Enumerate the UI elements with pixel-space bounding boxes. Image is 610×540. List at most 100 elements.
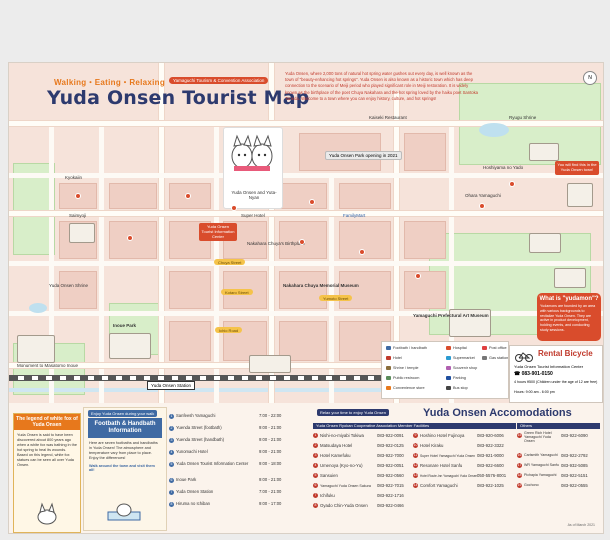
accommodation-tel[interactable]: 083-922-0560 [377,473,404,478]
location-pin-icon[interactable] [75,193,81,199]
nakahara-museum-label[interactable]: Nakahara Chuya Memorial Museum [283,283,359,288]
yuda-onsen-park-label[interactable]: Yuda Onsen Park opening in 2021 [325,151,402,160]
accommodation-tel[interactable]: 083-922-3322 [477,443,504,448]
accommodation-tel[interactable]: 083-922-1716 [377,493,404,498]
saimyoji-label[interactable]: Saimyoji [69,213,87,218]
road [9,121,603,126]
location-pin-icon[interactable] [479,203,485,209]
super-hotel-label[interactable]: Super Hotel [241,213,265,218]
location-pin-icon[interactable] [127,235,133,241]
legend-item: Public restroom [386,376,419,380]
accommodation-tel[interactable]: 083-922-7015 [377,483,404,488]
footbath-icon [107,503,141,521]
hoshiyama-label[interactable]: Hoshiyama no Yado [483,165,524,170]
fox-mascot-icon [231,134,273,171]
location-pin-icon[interactable] [415,273,421,279]
yuda-onsen-shrine-label[interactable]: Yuda Onsen Shrine [49,283,89,288]
location-pin-icon[interactable] [185,193,191,199]
inoue-monument-label[interactable]: Monument to Masatomo Inoue [17,363,79,368]
building-illustration [567,183,593,207]
accommodation-tel[interactable]: 083-922-7000 [377,453,404,458]
town-block [279,221,327,259]
info-center-label[interactable]: Yuda Onsen Tourist Information Center [199,223,237,242]
map-area[interactable]: Walking・Eating・Relaxing Yamaguchi Touris… [9,63,603,403]
kyokaiin-label[interactable]: Kyokaiin [65,175,83,180]
map-legend: Footbath / handbath Hotel Shrine / templ… [381,341,509,399]
town-block [59,271,97,309]
town-block [404,271,446,309]
yudamon-body: Yudamons are founded by an area with var… [540,304,596,332]
rental-place: Yuda Onsen Tourist Information Center [514,364,584,369]
location-pin-icon[interactable] [309,199,315,205]
legend-item: Parking [446,376,466,380]
building-illustration [529,233,561,253]
accommodation-tel[interactable]: 083-922-2792 [561,453,588,458]
accommodation-tel[interactable]: 083-920-6006 [477,433,504,438]
accommodation-tel[interactable]: 083-922-1025 [477,483,504,488]
rental-bicycle-box: Rental Bicycle Yuda Onsen Tourist Inform… [509,345,603,403]
legend-item: Footbath / handbath [386,346,427,350]
accommodation-tel[interactable]: 083-922-0051 [377,463,404,468]
location-pin-icon[interactable] [231,205,237,211]
mascot-caption: Yuda Onsen and Yuta-Nyan [231,190,277,200]
accommodation-tel[interactable]: 083-922-0091 [377,433,404,438]
building-illustration [17,335,55,363]
footbath-panel: Enjoy Yuda Onsen during your walk Footba… [83,407,167,531]
location-pin-icon[interactable] [299,239,305,245]
cooperative-header: Yuda Onsen Ryokan Cooperative Associatio… [313,423,516,429]
road [159,63,164,403]
town-block [279,271,327,309]
ryugu-label[interactable]: Ryugu Shrine [509,115,537,120]
accommodation-tel[interactable]: 083-922-0125 [377,443,404,448]
accommodation-tel[interactable]: 083-921-9000 [477,453,504,458]
ohara-yamaguchi-label[interactable]: Ohara Yamaguchi [465,193,501,198]
accommodation-tel[interactable]: 050-5576-8001 [477,473,507,478]
rental-phone[interactable]: ☎ 083-901-0150 [514,371,553,377]
yamaguchi-museum-label[interactable]: Yamaguchi Prefectural Art Museum [413,313,489,318]
accommodation-tel[interactable]: 083-922-0555 [561,483,588,488]
accommodation-tel[interactable]: 083-922-6600 [477,463,504,468]
legend-item: Souvenir shop [446,366,477,370]
nakahara-house-label[interactable]: Nakahara Chuya's Birthplace [247,241,306,246]
location-pin-icon[interactable] [359,249,365,255]
accommodation-tel[interactable]: 083-922-6090 [561,433,588,438]
accommodation-tel[interactable]: 083-932-5085 [561,463,588,468]
yuda-onsen-station-label[interactable]: Yuda Onsen Station [147,381,196,390]
family-mart-label[interactable]: FamilyMart [343,213,366,218]
intro-text: Yuda Onsen, where 2,000 tons of natural … [285,71,478,101]
railway-line [9,375,603,381]
accommodation-tel[interactable]: 083-922-0466 [377,503,404,508]
inoue-park-label[interactable]: Inoue Park [113,323,137,328]
accommodation-tel[interactable]: 083-922-5151 [561,473,588,478]
location-pin-icon[interactable] [509,181,515,187]
kaiseki-label[interactable]: Kaiseki Restaurant [369,115,407,120]
pond [479,123,509,137]
